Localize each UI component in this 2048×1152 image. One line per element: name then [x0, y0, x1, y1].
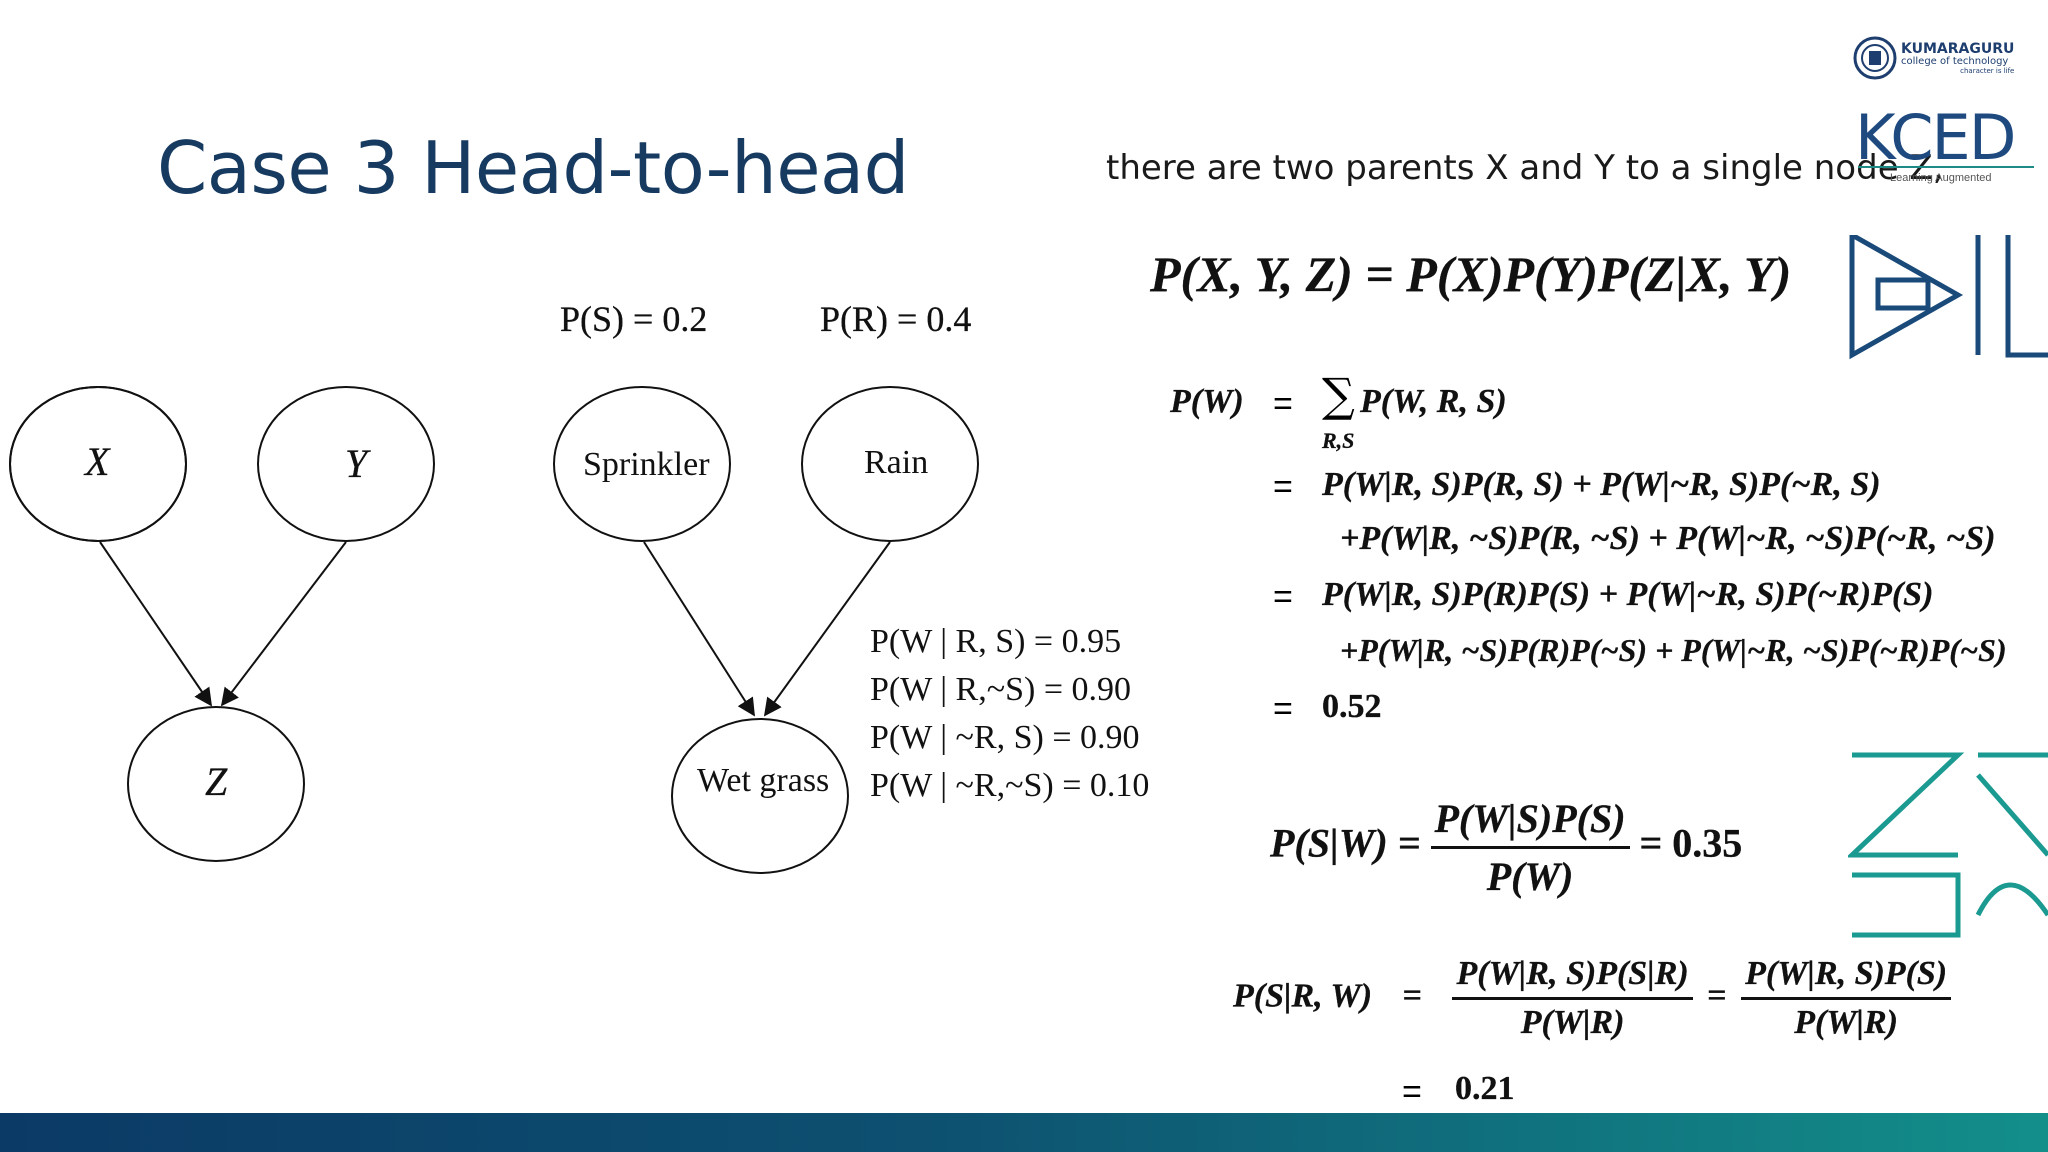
edge-rain-wet	[763, 541, 891, 717]
pw-line2: P(W|R, S)P(R, S) + P(W|~R, S)P(~R, S)	[1322, 466, 1881, 503]
pw-line4: P(W|R, S)P(R)P(S) + P(W|~R, S)P(~R)P(S)	[1322, 576, 1934, 613]
koed-logo: KCED	[1855, 101, 2016, 174]
diagram-left	[9, 386, 435, 862]
sum-symbol: ∑	[1322, 368, 1355, 422]
kumaraguru-name: KUMARAGURU	[1901, 41, 2015, 57]
node-wet-label: Wet grass	[697, 762, 830, 799]
psrw-denominator1: P(W|R)	[1520, 1004, 1625, 1041]
eq-sign: =	[1402, 977, 1422, 1015]
footer-bar	[0, 1113, 2048, 1152]
node-z-ellipse	[127, 706, 305, 862]
cpt-row: P(W | R, S) = 0.95	[870, 623, 1122, 660]
pw-result: 0.52	[1322, 688, 1382, 725]
psw-denominator: P(W)	[1486, 854, 1574, 899]
pw-line1: P(W, R, S)	[1360, 383, 1507, 420]
node-y-label: Y	[345, 441, 368, 486]
kumaraguru-sub: college of technology	[1901, 56, 2009, 67]
prob-sprinkler: P(S) = 0.2	[560, 299, 708, 339]
cpt-row: P(W | ~R,~S) = 0.10	[870, 767, 1150, 804]
edge-sprinkler-wet	[643, 541, 755, 717]
slide-description: there are two parents X and Y to a singl…	[1106, 148, 1944, 188]
pw-lhs: P(W)	[1170, 383, 1244, 420]
eq-sign: =	[1273, 578, 1293, 616]
eq-sign: =	[1273, 690, 1293, 728]
diagram-right	[553, 386, 979, 874]
node-sprinkler-label: Sprinkler	[583, 446, 710, 483]
psrw-fraction2: P(W|R, S)P(S) P(W|R)	[1741, 955, 1952, 1042]
cpt-table: P(W | R, S) = 0.95 P(W | R,~S) = 0.90 P(…	[870, 618, 1149, 810]
eq-sign: =	[1273, 468, 1293, 506]
seal-icon	[1853, 36, 1897, 80]
psw-numerator: P(W|S)P(S)	[1430, 795, 1630, 849]
cpt-row: P(W | R,~S) = 0.90	[870, 671, 1131, 708]
node-rain-ellipse	[801, 386, 979, 542]
node-rain-label: Rain	[864, 444, 929, 481]
psrw-numerator2: P(W|R, S)P(S)	[1741, 955, 1952, 1000]
eq-sign: =	[1273, 385, 1293, 423]
cpt-row: P(W | ~R, S) = 0.90	[870, 719, 1140, 756]
eq-sign: =	[1402, 1073, 1422, 1111]
edge-y-z	[220, 541, 347, 707]
node-sprinkler-ellipse	[553, 386, 731, 542]
kumaraguru-tag: character is life	[1960, 67, 2015, 75]
psrw-numerator1: P(W|R, S)P(S|R)	[1452, 955, 1693, 1000]
node-x-ellipse	[9, 386, 187, 542]
eq-sign: =	[1707, 977, 1727, 1015]
pw-line3: +P(W|R, ~S)P(R, ~S) + P(W|~R, ~S)P(~R, ~…	[1340, 520, 1996, 557]
psw-result: = 0.35	[1639, 820, 1743, 866]
psw-fraction: P(W|S)P(S) P(W)	[1430, 795, 1630, 900]
edge-x-z	[99, 541, 213, 707]
pw-line5: +P(W|R, ~S)P(R)P(~S) + P(W|~R, ~S)P(~R)P…	[1340, 632, 2007, 668]
psrw-denominator2: P(W|R)	[1794, 1004, 1898, 1041]
psrw-equation: P(S|R, W) = P(W|R, S)P(S|R) P(W|R) = P(W…	[1233, 955, 1952, 1042]
sum-subscript: R,S	[1322, 428, 1355, 453]
node-wet-ellipse	[671, 718, 849, 874]
node-y-ellipse	[257, 386, 435, 542]
joint-equation: P(X, Y, Z) = P(X)P(Y)P(Z|X, Y)	[1150, 246, 1792, 302]
node-z-label: Z	[205, 759, 228, 804]
psw-lhs: P(S|W) =	[1270, 820, 1421, 866]
psrw-result: 0.21	[1455, 1070, 1515, 1107]
koed-underline	[1858, 166, 2034, 168]
kumaraguru-logo: KUMARAGURU college of technology charact…	[1853, 34, 2033, 80]
psw-equation: P(S|W) = P(W|S)P(S) P(W) = 0.35	[1270, 795, 1743, 900]
decorative-letters	[1848, 235, 2048, 938]
node-x-label: X	[85, 439, 110, 484]
slide-title: Case 3 Head-to-head	[157, 126, 909, 210]
psrw-lhs: P(S|R, W)	[1233, 977, 1373, 1015]
psrw-fraction1: P(W|R, S)P(S|R) P(W|R)	[1452, 955, 1693, 1042]
koed-tagline: Learning Augmented	[1890, 172, 1992, 184]
prob-rain: P(R) = 0.4	[820, 299, 972, 339]
